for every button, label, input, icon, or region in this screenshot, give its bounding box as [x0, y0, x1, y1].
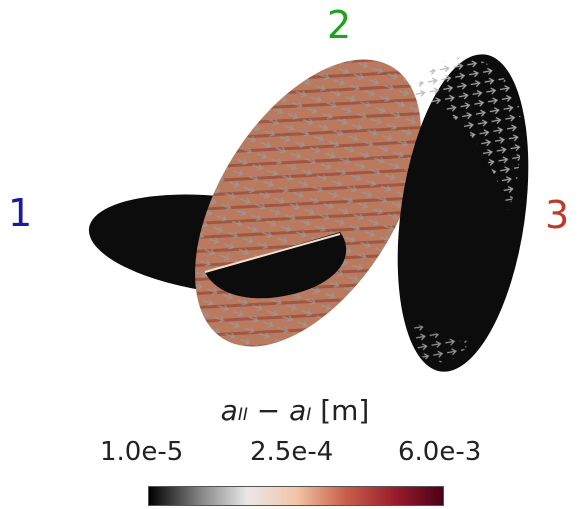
- colorbar-tick-max: 6.0e-3: [398, 437, 482, 467]
- colorbar-title: aII − aI [m]: [220, 394, 370, 427]
- colorbar-tick-mid: 2.5e-4: [250, 437, 334, 467]
- label-2: 2: [327, 3, 352, 47]
- label-3: 3: [545, 193, 570, 237]
- colorbar-tick-min: 1.0e-5: [100, 437, 184, 467]
- ellipse-3: [397, 54, 529, 372]
- label-1: 1: [8, 191, 33, 235]
- ellipse-1-front: [205, 232, 347, 299]
- intersection-line: [204, 233, 341, 273]
- colorbar: [148, 486, 444, 506]
